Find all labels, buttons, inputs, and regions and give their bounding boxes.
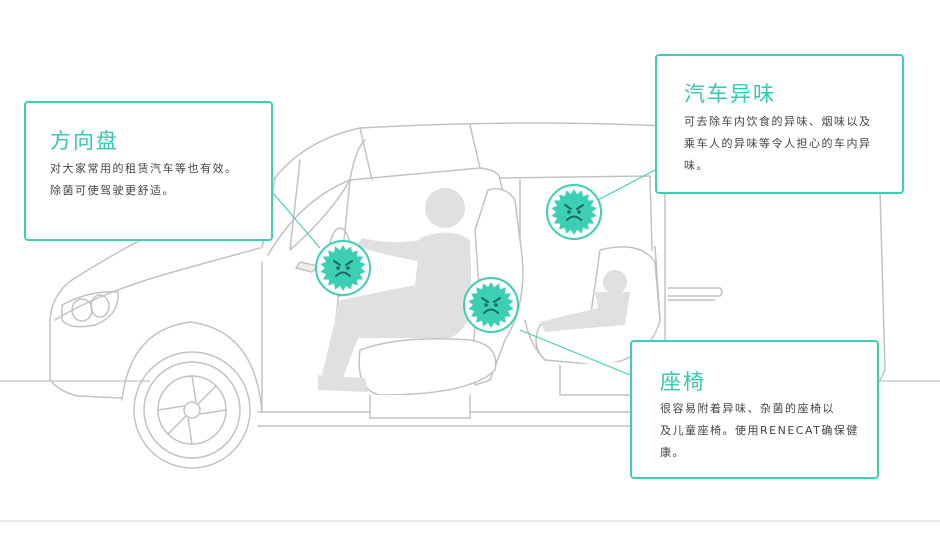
callout-line: 及儿童座椅。使用RENECAT确保健 xyxy=(660,424,859,437)
callout-line: 味。 xyxy=(684,159,709,172)
rear-seat-frame xyxy=(524,245,661,361)
front-seat xyxy=(358,188,524,419)
callout-title: 方向盘 xyxy=(50,129,119,153)
frowning-germ-icon xyxy=(468,282,514,328)
callout-line: 可去除车内饮食的异味、烟味以及 xyxy=(684,115,872,128)
callout-seat: 座椅 很容易附着异味、杂菌的座椅以 及儿童座椅。使用RENECAT确保健 康。 xyxy=(630,340,879,479)
callout-description: 对大家常用的租赁汽车等也有效。 除菌可使驾驶更舒适。 xyxy=(50,158,265,202)
callout-steering-wheel: 方向盘 对大家常用的租赁汽车等也有效。 除菌可使驾驶更舒适。 xyxy=(24,101,273,241)
frowning-germ-icon xyxy=(320,245,366,291)
front-wheel xyxy=(133,351,251,469)
frowning-germ-icon xyxy=(551,189,597,235)
callout-line: 除菌可使驾驶更舒适。 xyxy=(50,184,175,197)
callout-title: 汽车异味 xyxy=(684,82,776,106)
callout-title: 座椅 xyxy=(660,370,706,394)
callout-line: 乘车人的异味等令人担心的车内异 xyxy=(684,137,872,150)
germ-seat xyxy=(463,277,519,333)
callout-car-odor: 汽车异味 可去除车内饮食的异味、烟味以及 乘车人的异味等令人担心的车内异 味。 xyxy=(655,54,904,194)
connector-lines xyxy=(272,169,656,376)
callout-line: 康。 xyxy=(660,446,685,459)
callout-line: 很容易附着异味、杂菌的座椅以 xyxy=(660,402,835,415)
callout-line: 对大家常用的租赁汽车等也有效。 xyxy=(50,162,238,175)
germ-steering xyxy=(315,240,371,296)
callout-description: 很容易附着异味、杂菌的座椅以 及儿童座椅。使用RENECAT确保健 康。 xyxy=(660,398,865,464)
driver-figure xyxy=(318,188,472,392)
callout-description: 可去除车内饮食的异味、烟味以及 乘车人的异味等令人担心的车内异 味。 xyxy=(684,111,889,177)
child-figure xyxy=(540,270,630,332)
germ-cabin xyxy=(546,184,602,240)
